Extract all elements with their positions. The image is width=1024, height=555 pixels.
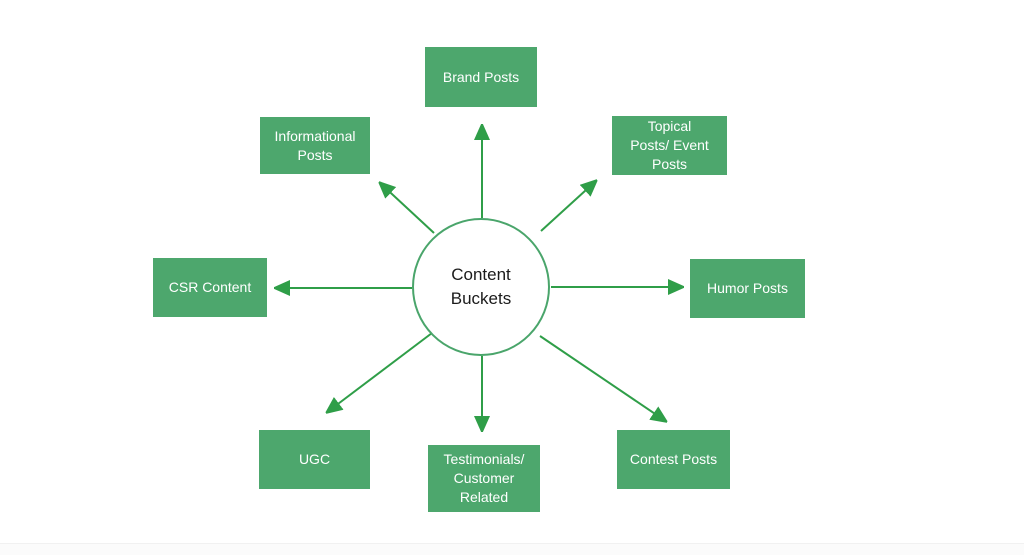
arrow-to-contest-posts bbox=[539, 335, 667, 422]
arrow-to-topical-posts bbox=[540, 180, 597, 232]
node-label: Informational Posts bbox=[274, 127, 356, 163]
hub-label: Content Buckets bbox=[450, 265, 512, 308]
node-contest-posts: Contest Posts bbox=[617, 430, 730, 489]
node-humor-posts: Humor Posts bbox=[690, 259, 805, 318]
node-label: Humor Posts bbox=[707, 280, 788, 296]
node-label: Topical Posts/ Event Posts bbox=[630, 118, 709, 172]
node-label: Testimonials/ Customer Related bbox=[443, 451, 525, 505]
node-informational-posts: Informational Posts bbox=[260, 117, 370, 174]
hub-circle: Content Buckets bbox=[412, 218, 550, 356]
arrow-to-informational-posts bbox=[379, 182, 435, 234]
node-topical-posts: Topical Posts/ Event Posts bbox=[612, 116, 727, 175]
arrow-to-ugc bbox=[326, 332, 433, 413]
node-label: UGC bbox=[298, 451, 331, 467]
node-brand-posts: Brand Posts bbox=[425, 47, 537, 107]
node-label: CSR Content bbox=[168, 279, 252, 295]
page-bottom-edge bbox=[0, 543, 1024, 555]
node-csr-content: CSR Content bbox=[153, 258, 267, 317]
node-label: Contest Posts bbox=[629, 451, 718, 467]
node-ugc: UGC bbox=[259, 430, 370, 489]
node-testimonials: Testimonials/ Customer Related bbox=[428, 445, 540, 512]
node-label: Brand Posts bbox=[442, 68, 520, 85]
